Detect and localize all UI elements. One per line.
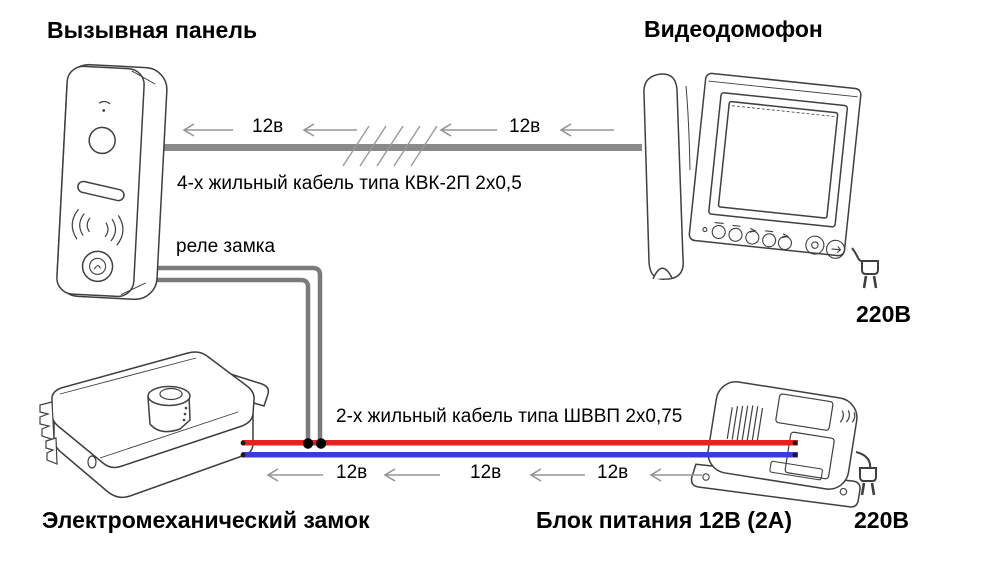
power-wire-blue bbox=[242, 452, 798, 458]
camera-lens-icon bbox=[88, 126, 116, 155]
monitor-buttons bbox=[702, 221, 846, 259]
top-cable-label: 4-х жильный кабель типа КВК-2П 2х0,5 bbox=[177, 173, 522, 194]
call-button-icon bbox=[81, 250, 114, 283]
current-direction-arrows-top bbox=[182, 123, 614, 137]
top-voltage-2: 12в bbox=[509, 116, 541, 137]
cable-break-hatch bbox=[342, 125, 438, 167]
sound-waves-icon bbox=[71, 208, 124, 246]
relay-wires bbox=[155, 265, 323, 442]
bottom-voltage-2: 12в bbox=[470, 462, 502, 483]
relay-label: реле замка bbox=[176, 236, 276, 257]
power-wire-red bbox=[242, 440, 798, 446]
microphone-icon bbox=[98, 100, 111, 112]
power-supply-drawing bbox=[690, 381, 861, 508]
bottom-voltage-1: 12в bbox=[336, 462, 368, 483]
video-intercom-drawing bbox=[643, 72, 879, 289]
vent-slots bbox=[726, 405, 856, 442]
monitor-power-plug-icon bbox=[851, 247, 879, 289]
bottom-voltage-3: 12в bbox=[597, 462, 629, 483]
junction-dots bbox=[302, 438, 327, 449]
call-panel-title: Вызывная панель bbox=[47, 17, 258, 43]
handset bbox=[643, 73, 691, 280]
latch-bolt bbox=[39, 401, 97, 469]
lock-cylinder bbox=[147, 385, 191, 433]
psu-power-plug-icon bbox=[855, 451, 877, 496]
screen bbox=[717, 100, 839, 219]
lock-drawing bbox=[39, 351, 270, 499]
top-voltage-1: 12в bbox=[252, 116, 284, 137]
intercom-mains-voltage: 220В bbox=[856, 301, 911, 327]
wire-terminal-dots bbox=[240, 440, 798, 458]
power-supply-title: Блок питания 12В (2А) bbox=[536, 507, 793, 533]
lock-title: Электромеханический замок bbox=[42, 507, 370, 533]
speaker-slot bbox=[77, 180, 125, 202]
intercom-cable-line bbox=[158, 144, 642, 151]
psu-mains-voltage: 220В bbox=[854, 507, 909, 533]
call-panel-drawing bbox=[56, 63, 168, 301]
current-direction-arrows-bottom bbox=[266, 468, 702, 482]
bottom-cable-label: 2-х жильный кабель типа ШВВП 2х0,75 bbox=[336, 406, 683, 427]
psu-label-plate bbox=[775, 393, 834, 431]
video-intercom-title: Видеодомофон bbox=[644, 16, 823, 42]
